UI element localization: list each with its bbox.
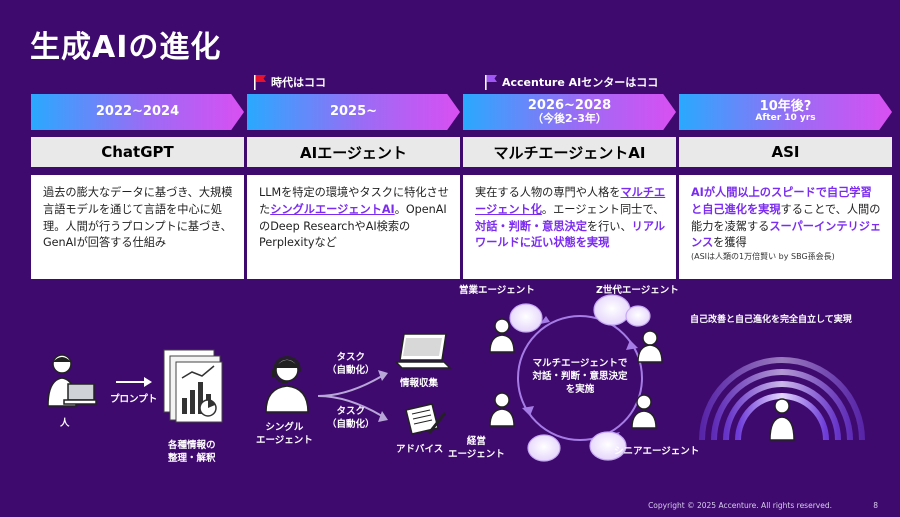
current-era-marker: 時代はココ [253, 74, 326, 90]
column-multi-agent: 2026~2028 （今後2-3年） マルチエージェントAI 実在する人物の専門… [463, 94, 676, 279]
description-text: 。エージェント同士で、 [541, 202, 665, 216]
period-sublabel: （今後2-3年） [532, 112, 607, 126]
documents-chart-icon [163, 349, 223, 423]
page-number: 8 [873, 501, 878, 510]
stage-description: 実在する人物の専門や人格をマルチエージェント化。エージェント同士で、対話・判断・… [463, 175, 676, 279]
description-highlight: スーパーインテリジェンス [691, 219, 882, 250]
column-asi: 10年後? After 10 yrs ASI AIが人間以上のスピードで自己学習… [679, 94, 892, 279]
period-label: 10年後? [759, 98, 812, 114]
single-agent-headset-icon [265, 355, 309, 413]
period-sublabel: After 10 yrs [755, 113, 816, 124]
asi-note: (ASIは人類の1万倍賢い by SBG孫会長) [691, 252, 835, 262]
description-text: することで、人間の能力を凌駕する [691, 202, 881, 233]
person-label: 人 [60, 418, 70, 429]
task-label: タスク（自動化） [327, 406, 375, 430]
stage-description: LLMを特定の環境やタスクに特化させたシングルエージェントAI。OpenAIのD… [247, 175, 460, 279]
description-text: 過去の膨大なデータに基づき、大規模言語モデルを通じて言語を中心に処理。人間が行う… [43, 186, 233, 250]
page-title: 生成AIの進化 [30, 30, 222, 65]
period-arrow: 10年後? After 10 yrs [679, 94, 892, 130]
period-label: 2025~ [329, 103, 378, 119]
stage-description: AIが人間以上のスピードで自己学習と自己進化を実現することで、人間の能力を凌駕す… [679, 175, 892, 279]
task-label: タスク（自動化） [327, 352, 375, 376]
arrow-right-icon [116, 377, 152, 387]
prompt-label: プロンプト [110, 394, 158, 405]
description-highlight: シングルエージェントAI [270, 202, 395, 216]
description-text: を獲得 [713, 236, 747, 250]
asi-caption: 自己改善と自己進化を完全自立して実現 [690, 315, 852, 325]
accenture-marker: Accenture AIセンターはココ [484, 74, 658, 90]
info-organize-label: 各種情報の整理・解釈 [168, 440, 216, 464]
stage-name: ChatGPT [31, 137, 244, 167]
current-era-label: 時代はココ [271, 76, 326, 89]
stage-description: 過去の膨大なデータに基づき、大規模言語モデルを通じて言語を中心に処理。人間が行う… [31, 175, 244, 279]
senior-agent-label: シニアエージェント [614, 446, 700, 457]
sales-agent-label: 営業エージェント [459, 285, 535, 296]
description-highlight: リアルワールドに近い状態を実現 [475, 219, 666, 250]
description-highlight: マルチエージェント化 [475, 186, 666, 216]
red-flag-icon [254, 75, 266, 90]
exec-agent-label: 経営エージェント [448, 436, 505, 460]
asi-arcs-icon [699, 357, 865, 441]
stage-name: AIエージェント [247, 137, 460, 167]
stage-name: マルチエージェントAI [463, 137, 676, 167]
person-laptop-icon [47, 354, 97, 407]
single-agent-label: シングルエージェント [256, 422, 313, 446]
genz-agent-label: Z世代エージェント [596, 285, 679, 296]
purple-flag-icon [485, 75, 497, 90]
description-highlight: 対話・判断・意思決定 [475, 219, 587, 233]
multi-agent-cycle [489, 294, 663, 462]
copyright: Copyright © 2025 Accenture. All rights r… [648, 501, 832, 510]
collect-label: 情報収集 [400, 378, 439, 389]
column-chatgpt: 2022~2024 ChatGPT 過去の膨大なデータに基づき、大規模言語モデル… [31, 94, 244, 279]
period-arrow: 2025~ [247, 94, 460, 130]
description-text: を行い、 [586, 219, 632, 233]
branch-arrows-icon [317, 370, 388, 422]
period-label: 2022~2024 [95, 103, 180, 119]
advice-label: アドバイス [396, 444, 444, 455]
laptop-icon [394, 333, 452, 369]
stage-name: ASI [679, 137, 892, 167]
period-arrow: 2026~2028 （今後2-3年） [463, 94, 676, 130]
period-label: 2026~2028 [527, 97, 612, 113]
multi-agent-center-text: マルチエージェントで対話・判断・意思決定を実施 [532, 358, 628, 395]
description-text: 。OpenAIのDeep ResearchやAI検索のPerplexityなど [259, 202, 447, 250]
description-highlight: AIが人間以上のスピードで自己学習と自己進化を実現 [691, 186, 872, 216]
description-text: 実在する人物の専門や人格を [475, 186, 621, 199]
accenture-marker-label: Accenture AIセンターはココ [502, 76, 659, 89]
description-text: LLMを特定の環境やタスクに特化させた [259, 186, 449, 216]
period-arrow: 2022~2024 [31, 94, 244, 130]
column-ai-agent: 2025~ AIエージェント LLMを特定の環境やタスクに特化させたシングルエー… [247, 94, 460, 279]
notepad-pencil-icon [405, 403, 446, 435]
